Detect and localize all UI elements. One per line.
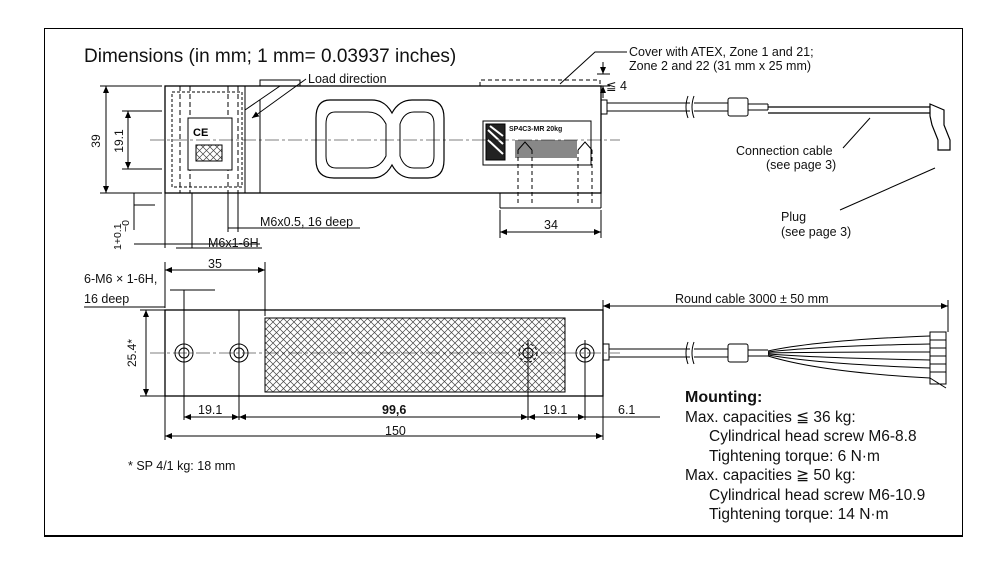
cover-note-line2: Zone 2 and 22 (31 mm x 25 mm) xyxy=(629,59,812,73)
tolerance-minus-label: −0 xyxy=(120,220,132,232)
dim-99-6-label: 99,6 xyxy=(382,403,407,417)
dim-35-label: 35 xyxy=(208,257,222,271)
strain-cutout xyxy=(315,99,445,179)
dim-19-1-left-label: 19.1 xyxy=(198,403,223,417)
mounting-capacity-2: Max. capacities ≧ 50 kg: xyxy=(685,467,856,484)
dim-19-1-vertical-label: 19.1 xyxy=(112,129,126,153)
footnote: * SP 4/1 kg: 18 mm xyxy=(128,459,236,473)
dim-25-4-label: 25.4* xyxy=(125,338,139,368)
dim-19-1-right-label: 19.1 xyxy=(543,403,568,417)
top-view xyxy=(84,262,949,440)
cover-height-label: ≦ 4 xyxy=(606,79,627,93)
dim-6-1-label: 6.1 xyxy=(618,403,636,417)
mounting-notes: Mounting: Max. capacities ≦ 36 kg: Cylin… xyxy=(685,388,925,525)
dim-150-label: 150 xyxy=(385,424,406,438)
plug-label: Plug xyxy=(781,210,807,224)
mounting-capacity-1: Max. capacities ≦ 36 kg: xyxy=(685,408,856,426)
holes-note-line1: 6-M6 × 1-6H, xyxy=(84,272,158,286)
hatched-cover-area xyxy=(264,317,566,393)
thread-m6x05-label: M6x0.5, 16 deep xyxy=(260,215,354,229)
mounting-torque-1: Tightening torque: 6 N·m xyxy=(709,447,880,465)
mounting-heading: Mounting: xyxy=(685,389,763,406)
thread-m6x1-label: M6x1-6H xyxy=(208,236,259,250)
mounting-torque-2: Tightening torque: 14 N·m xyxy=(709,506,889,523)
load-direction-label: Load direction xyxy=(308,72,387,86)
product-label-text: SP4C3-MR 20kg xyxy=(509,126,563,133)
mounting-screw-1: Cylindrical head screw M6-8.8 xyxy=(709,428,917,445)
connection-cable-ref: (see page 3) xyxy=(766,158,837,172)
drawing-title: Dimensions (in mm; 1 mm= 0.03937 inches) xyxy=(84,46,457,67)
plug-shape xyxy=(929,103,951,151)
connection-cable-label: Connection cable xyxy=(736,144,833,158)
ce-mark: CE xyxy=(193,127,208,139)
mounting-screw-2: Cylindrical head screw M6-10.9 xyxy=(709,486,926,504)
wire-ends xyxy=(929,331,947,385)
dim-39-label: 39 xyxy=(89,134,103,148)
side-view: CE xyxy=(100,51,951,249)
plug-ref: (see page 3) xyxy=(781,225,852,239)
dim-34-label: 34 xyxy=(544,218,558,232)
holes-note-line2: 16 deep xyxy=(84,292,130,306)
drawing-frame xyxy=(44,28,963,537)
cover-note-line1: Cover with ATEX, Zone 1 and 21; xyxy=(629,45,814,59)
round-cable-label: Round cable 3000 ± 50 mm xyxy=(675,292,829,306)
